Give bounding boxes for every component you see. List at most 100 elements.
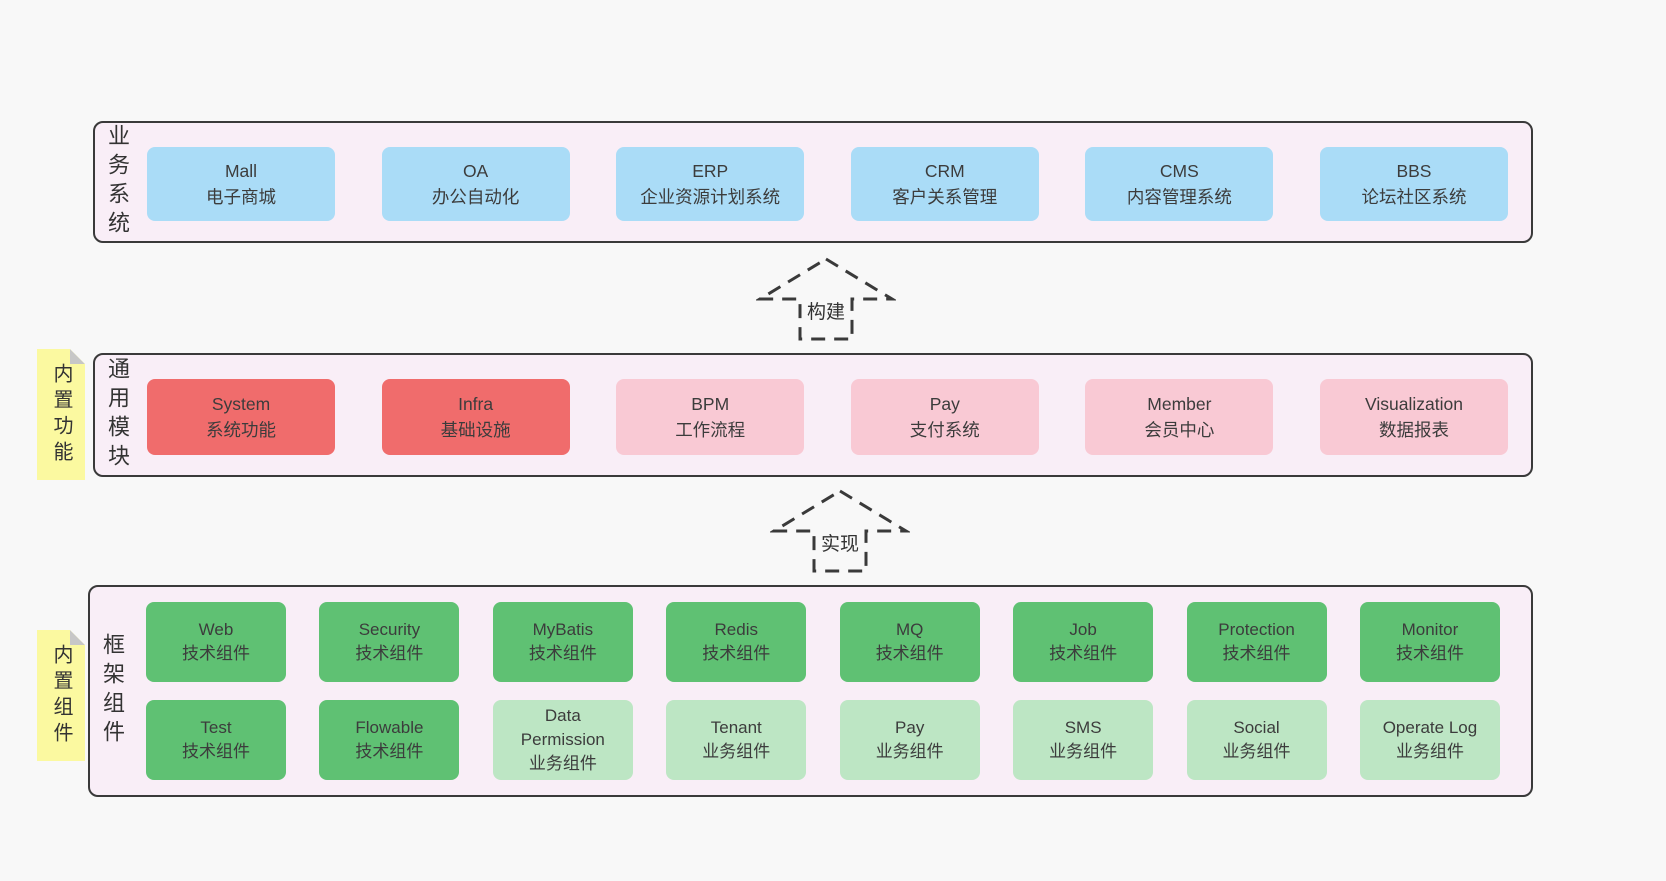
node-title: Tenant: [710, 718, 762, 737]
node-title: System: [211, 394, 271, 414]
node-title: SMS: [1064, 718, 1102, 737]
node-flowable: Flowable 技术组件: [319, 700, 460, 780]
node-subtitle: 技术组件: [528, 644, 597, 663]
node-redis: Redis 技术组件: [666, 602, 807, 682]
node-security: Security 技术组件: [319, 602, 460, 682]
node-subtitle: 业务组件: [1049, 742, 1118, 761]
node-web: Web 技术组件: [146, 602, 286, 682]
node-title: Redis: [714, 620, 758, 639]
node-title: Web: [198, 620, 234, 639]
node-title: BBS: [1396, 161, 1432, 181]
node-subtitle: 基础设施: [440, 420, 511, 440]
node-subtitle: 业务组件: [1222, 742, 1291, 761]
node-title: Pay: [895, 718, 925, 737]
node-tenant: Tenant 业务组件: [666, 700, 807, 780]
node-title: Visualization: [1365, 394, 1463, 414]
node-title: CMS: [1159, 161, 1199, 181]
node-title: Test: [200, 718, 232, 737]
node-social: Social 业务组件: [1186, 700, 1327, 780]
build-arrow-label: 构建: [803, 302, 849, 325]
node-title: Data Permission: [520, 706, 605, 749]
node-test: Test 技术组件: [146, 700, 286, 780]
node-crm: CRM 客户关系管理: [850, 147, 1039, 221]
band-components-label: 框架组件: [100, 633, 125, 749]
node-subtitle: 电子商城: [206, 187, 276, 207]
node-subtitle: 客户关系管理: [892, 187, 998, 207]
node-erp: ERP 企业资源计划系统: [616, 147, 805, 221]
node-title: MQ: [895, 620, 924, 639]
node-member: Member 会员中心: [1085, 379, 1274, 455]
node-subtitle: 技术组件: [1395, 644, 1464, 663]
sticky-built-in-components-label: 内置组件: [50, 643, 72, 748]
node-subtitle: 业务组件: [528, 754, 597, 773]
node-subtitle: 技术组件: [182, 644, 250, 663]
node-title: Operate Log: [1382, 718, 1478, 737]
node-title: BPM: [691, 394, 730, 414]
node-title: Security: [358, 620, 421, 639]
up-arrow-icon: [756, 257, 896, 341]
node-title: Mall: [224, 161, 258, 181]
node-subtitle: 业务组件: [702, 742, 771, 761]
up-arrow-icon: [770, 489, 910, 573]
node-subtitle: 办公自动化: [431, 187, 520, 207]
node-title: Member: [1147, 394, 1212, 414]
node-title: Protection: [1218, 620, 1295, 639]
node-monitor: Monitor 技术组件: [1359, 602, 1500, 682]
node-bpm: BPM 工作流程: [616, 379, 805, 455]
node-subtitle: 业务组件: [1395, 742, 1464, 761]
node-subtitle: 技术组件: [702, 644, 771, 663]
node-protection: Protection 技术组件: [1186, 602, 1327, 682]
node-oa: OA 办公自动化: [381, 147, 570, 221]
build-arrow: 构建: [756, 256, 896, 342]
band-business-systems: 业务系统 Mall 电子商城 OA 办公自动化 ERP 企业资源计划系统 CRM 客户关系管理…: [93, 121, 1533, 243]
node-bbs: BBS 论坛社区系统: [1319, 147, 1508, 221]
node-subtitle: 技术组件: [875, 644, 944, 663]
sticky-note-built-in-functions: 内置功能: [37, 349, 85, 480]
node-subtitle: 支付系统: [909, 420, 980, 440]
band-business-label: 业务系统: [105, 124, 130, 240]
implement-arrow-label: 实现: [817, 534, 863, 557]
node-title: ERP: [692, 161, 729, 181]
node-subtitle: 内容管理系统: [1126, 187, 1232, 207]
band-modules-label: 通用模块: [105, 357, 130, 473]
node-subtitle: 技术组件: [1049, 644, 1118, 663]
node-title: OA: [462, 161, 489, 181]
node-title: Flowable: [355, 718, 424, 737]
node-data-permission: Data Permission 业务组件: [492, 700, 633, 780]
node-subtitle: 企业资源计划系统: [640, 187, 781, 207]
node-title: Infra: [458, 394, 494, 414]
node-title: CRM: [924, 161, 965, 181]
node-subtitle: 工作流程: [675, 420, 746, 440]
node-subtitle: 会员中心: [1144, 420, 1215, 440]
node-job: Job 技术组件: [1013, 602, 1154, 682]
node-mall: Mall 电子商城: [147, 147, 335, 221]
node-subtitle: 技术组件: [355, 644, 424, 663]
node-mybatis: MyBatis 技术组件: [492, 602, 633, 682]
node-subtitle: 技术组件: [355, 742, 424, 761]
node-subtitle: 技术组件: [1222, 644, 1291, 663]
node-pay: Pay 支付系统: [850, 379, 1039, 455]
band-common-modules: 通用模块 System 系统功能 Infra 基础设施 BPM 工作流程 Pay 支付系统 Me…: [93, 353, 1533, 477]
implement-arrow: 实现: [770, 488, 910, 574]
node-subtitle: 系统功能: [206, 420, 276, 440]
node-operate-log: Operate Log 业务组件: [1359, 700, 1500, 780]
node-title: Social: [1233, 718, 1280, 737]
node-sms: SMS 业务组件: [1013, 700, 1154, 780]
node-subtitle: 论坛社区系统: [1361, 187, 1467, 207]
sticky-built-in-functions-label: 内置功能: [50, 362, 72, 467]
node-visualization: Visualization 数据报表: [1319, 379, 1508, 455]
node-system: System 系统功能: [147, 379, 335, 455]
node-title: Monitor: [1401, 620, 1459, 639]
node-subtitle: 数据报表: [1378, 420, 1449, 440]
modules-node-row: System 系统功能 Infra 基础设施 BPM 工作流程 Pay 支付系统 Member 会…: [147, 379, 1508, 455]
node-cms: CMS 内容管理系统: [1085, 147, 1274, 221]
node-mq: MQ 技术组件: [839, 602, 980, 682]
node-title: Pay: [929, 394, 960, 414]
node-title: Job: [1069, 620, 1097, 639]
node-subtitle: 技术组件: [182, 742, 250, 761]
node-title: MyBatis: [532, 620, 594, 639]
